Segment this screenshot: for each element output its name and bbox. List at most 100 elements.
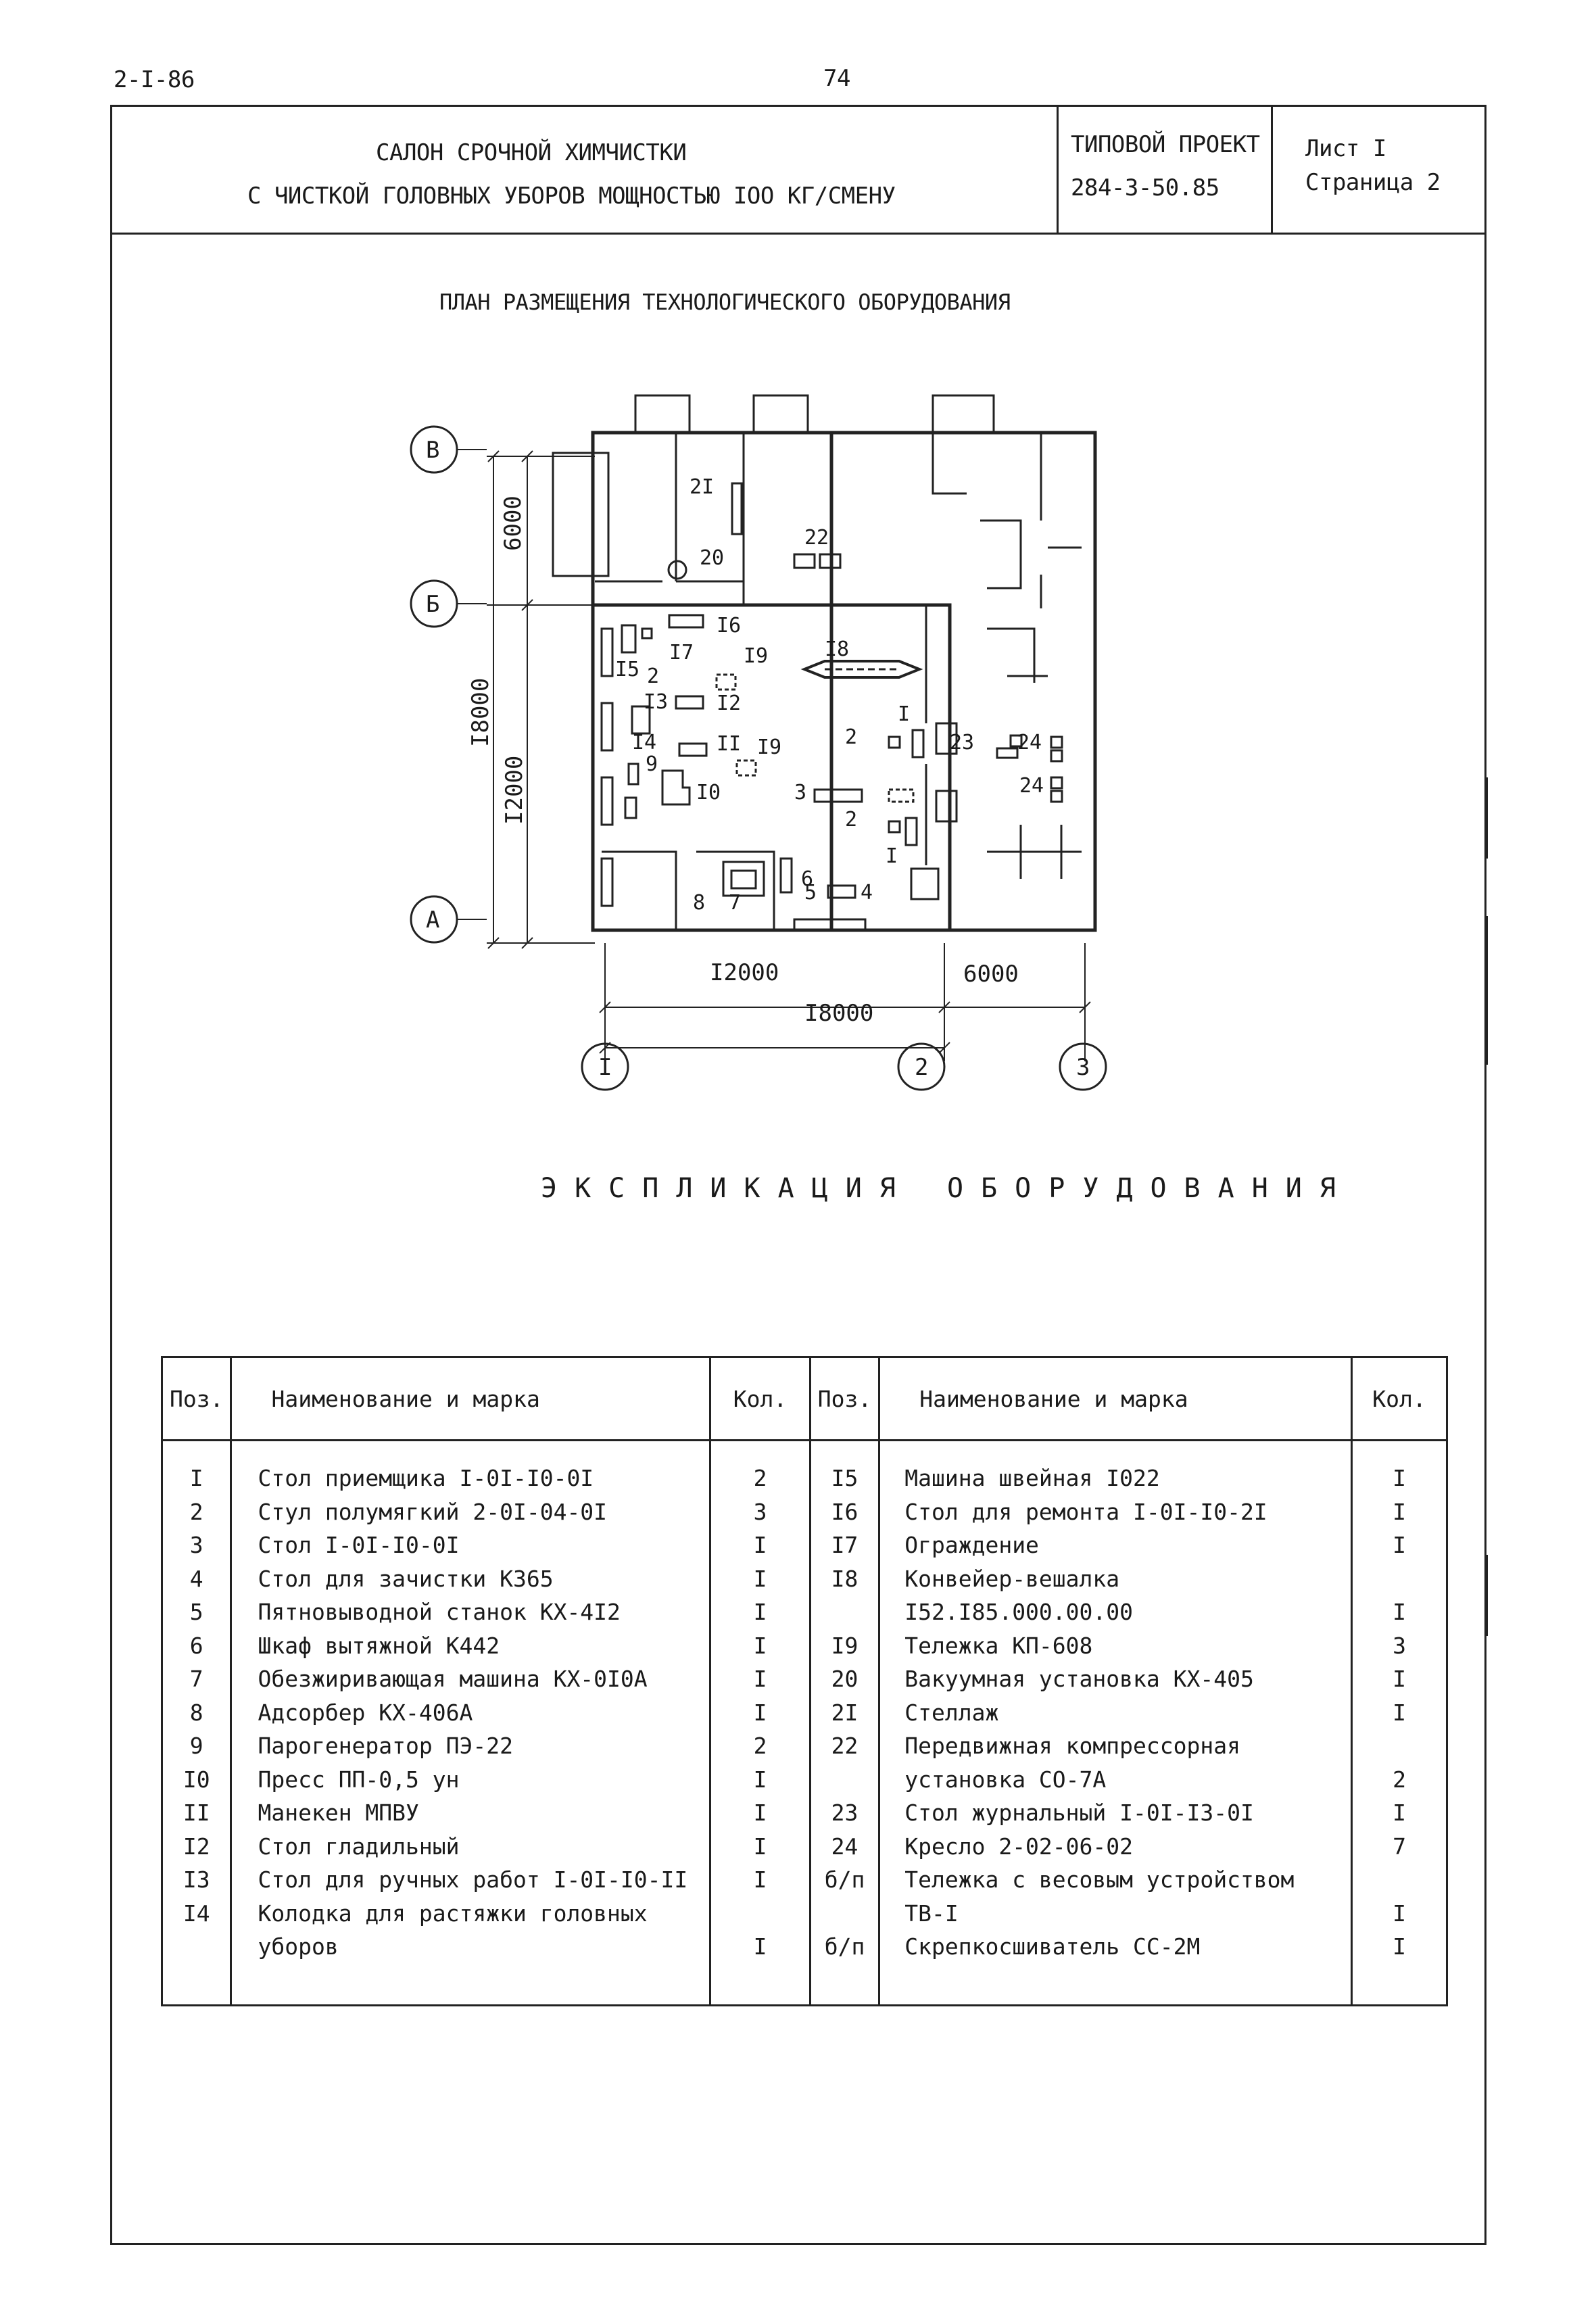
plan-label: 23 bbox=[950, 731, 974, 754]
axis-bubble bbox=[897, 1042, 946, 1091]
wall bbox=[793, 918, 867, 930]
edge-mark bbox=[1484, 1555, 1488, 1636]
equipment bbox=[904, 817, 918, 846]
explication-table: Поз. Наименование и марка Кол. Поз. Наим… bbox=[160, 1356, 1448, 2006]
right-name-cell: Конвейер-вешалка bbox=[904, 1565, 1120, 1592]
wall bbox=[634, 394, 995, 433]
axis-leader bbox=[457, 449, 487, 920]
door bbox=[935, 790, 958, 823]
plan-label: I9 bbox=[757, 735, 781, 759]
axis-label-row-b: Б bbox=[426, 591, 439, 618]
left-name-cell: Стол для ручных работ I-0I-I0-II bbox=[258, 1866, 688, 1893]
right-pos-cell: 24 bbox=[831, 1833, 859, 1860]
right-qty-cell: I bbox=[1393, 1465, 1406, 1491]
left-qty-cell: 2 bbox=[753, 1733, 767, 1759]
left-qty-cell bbox=[718, 1897, 802, 1931]
axis-label-row-v: В bbox=[426, 437, 439, 464]
left-pos-cell: I4 bbox=[183, 1900, 210, 1927]
right-name-cell: I52.I85.000.00.00 bbox=[904, 1599, 1134, 1625]
left-name-cell: Манекен МПВУ bbox=[258, 1800, 419, 1826]
right-name-cell: Стеллаж bbox=[904, 1699, 999, 1726]
page-number: 74 bbox=[823, 65, 850, 92]
left-name-cell: Пятновыводной станок КХ-4I2 bbox=[258, 1599, 621, 1625]
floor-plan: В Б А I 2 3 6000 I2000 I8000 I2000 6000 … bbox=[410, 394, 1107, 1091]
window bbox=[600, 857, 614, 907]
right-name-cell: ТВ-I bbox=[904, 1900, 959, 1927]
left-qty-cell: 2 bbox=[753, 1465, 767, 1491]
plan-label: I5 bbox=[615, 658, 639, 681]
plan-label: I9 bbox=[744, 644, 768, 668]
plan-label: I8 bbox=[825, 637, 849, 661]
wall bbox=[980, 519, 1082, 879]
dim-6000-vertical: 6000 bbox=[500, 496, 527, 551]
equipment bbox=[910, 867, 940, 900]
right-name-cell: Тележка КП-608 bbox=[904, 1632, 1093, 1659]
plan-label: I2 bbox=[717, 692, 741, 715]
equipment bbox=[735, 759, 757, 777]
wall bbox=[1040, 546, 1082, 608]
left-qty-cell: I bbox=[753, 1666, 767, 1692]
plan-label: 5 bbox=[804, 881, 817, 904]
axis-label-row-a: А bbox=[426, 907, 439, 934]
left-name-cell: Стул полумягкий 2-0I-04-0I bbox=[258, 1498, 608, 1525]
left-qty-cell: I bbox=[753, 1599, 767, 1625]
left-name-cell: уборов bbox=[258, 1933, 339, 1960]
outer-wall bbox=[831, 431, 1097, 932]
equipment bbox=[641, 627, 653, 640]
left-name-cell: Шкаф вытяжной К442 bbox=[258, 1632, 500, 1659]
left-name-cell: Обезжиривающая машина КХ-0I0А bbox=[258, 1666, 648, 1692]
equipment bbox=[715, 673, 737, 691]
left-name-cell: Адсорбер КХ-406А bbox=[258, 1699, 473, 1726]
wall bbox=[602, 850, 775, 930]
right-pos-cell bbox=[818, 1897, 871, 1931]
equipment bbox=[888, 820, 901, 834]
equipment bbox=[819, 553, 842, 569]
plan-label: 22 bbox=[804, 526, 829, 550]
plan-label: I3 bbox=[644, 690, 668, 714]
right-name-cell: Стол для ремонта I-0I-I0-2I bbox=[904, 1498, 1267, 1525]
equipment bbox=[779, 857, 793, 894]
left-name-cell: Стол приемщика I-0I-I0-0I bbox=[258, 1465, 594, 1491]
axis-label-col-2: 2 bbox=[915, 1054, 928, 1081]
left-qty-cell: I bbox=[753, 1632, 767, 1659]
left-name-column: Стол приемщика I-0I-I0-0I Стул полумягкий… bbox=[230, 1440, 712, 2005]
right-pos-cell: 23 bbox=[831, 1800, 859, 1826]
left-pos-cell: 6 bbox=[189, 1632, 203, 1659]
left-pos-cell: I bbox=[189, 1465, 203, 1491]
right-name-cell: Стол журнальный I-0I-I3-0I bbox=[904, 1800, 1254, 1826]
equipment bbox=[813, 788, 863, 803]
right-qty-cell: 3 bbox=[1393, 1632, 1406, 1659]
equipment bbox=[722, 861, 765, 897]
edge-mark bbox=[1484, 777, 1488, 859]
right-name-cell: Кресло 2-02-06-02 bbox=[904, 1833, 1134, 1860]
equipment bbox=[627, 763, 639, 786]
door bbox=[935, 722, 958, 755]
right-name-cell: Скрепкосшиватель СС-2М bbox=[904, 1933, 1201, 1960]
left-pos-cell: 5 bbox=[189, 1599, 203, 1625]
left-pos-cell: I3 bbox=[183, 1866, 210, 1893]
storage-block bbox=[552, 452, 610, 577]
equipment bbox=[675, 695, 704, 710]
plan-label: I bbox=[886, 844, 898, 868]
equipment bbox=[1050, 776, 1063, 790]
equipment bbox=[1050, 735, 1063, 749]
right-qty-cell: 2 bbox=[1393, 1766, 1406, 1793]
right-qty-cell: I bbox=[1393, 1800, 1406, 1826]
right-pos-cell: б/п bbox=[824, 1866, 865, 1893]
right-qty-cell: 7 bbox=[1393, 1833, 1406, 1860]
equipment bbox=[888, 788, 915, 803]
header-qty: Кол. bbox=[1351, 1356, 1448, 1441]
header-name: Наименование и марка bbox=[230, 1356, 712, 1441]
right-name-cell: Тележка с весовым устройством bbox=[904, 1866, 1295, 1893]
left-pos-cell: 9 bbox=[189, 1733, 203, 1759]
right-pos-cell: I8 bbox=[831, 1565, 859, 1592]
right-pos-cell: I5 bbox=[831, 1465, 859, 1491]
left-name-cell: Стол для зачистки К365 bbox=[258, 1565, 554, 1592]
plan-label: 6 bbox=[801, 867, 813, 891]
page-label: Страница 2 bbox=[1305, 169, 1441, 196]
document-code: 2-I-86 bbox=[114, 66, 195, 93]
right-pos-cell: 20 bbox=[831, 1666, 859, 1692]
